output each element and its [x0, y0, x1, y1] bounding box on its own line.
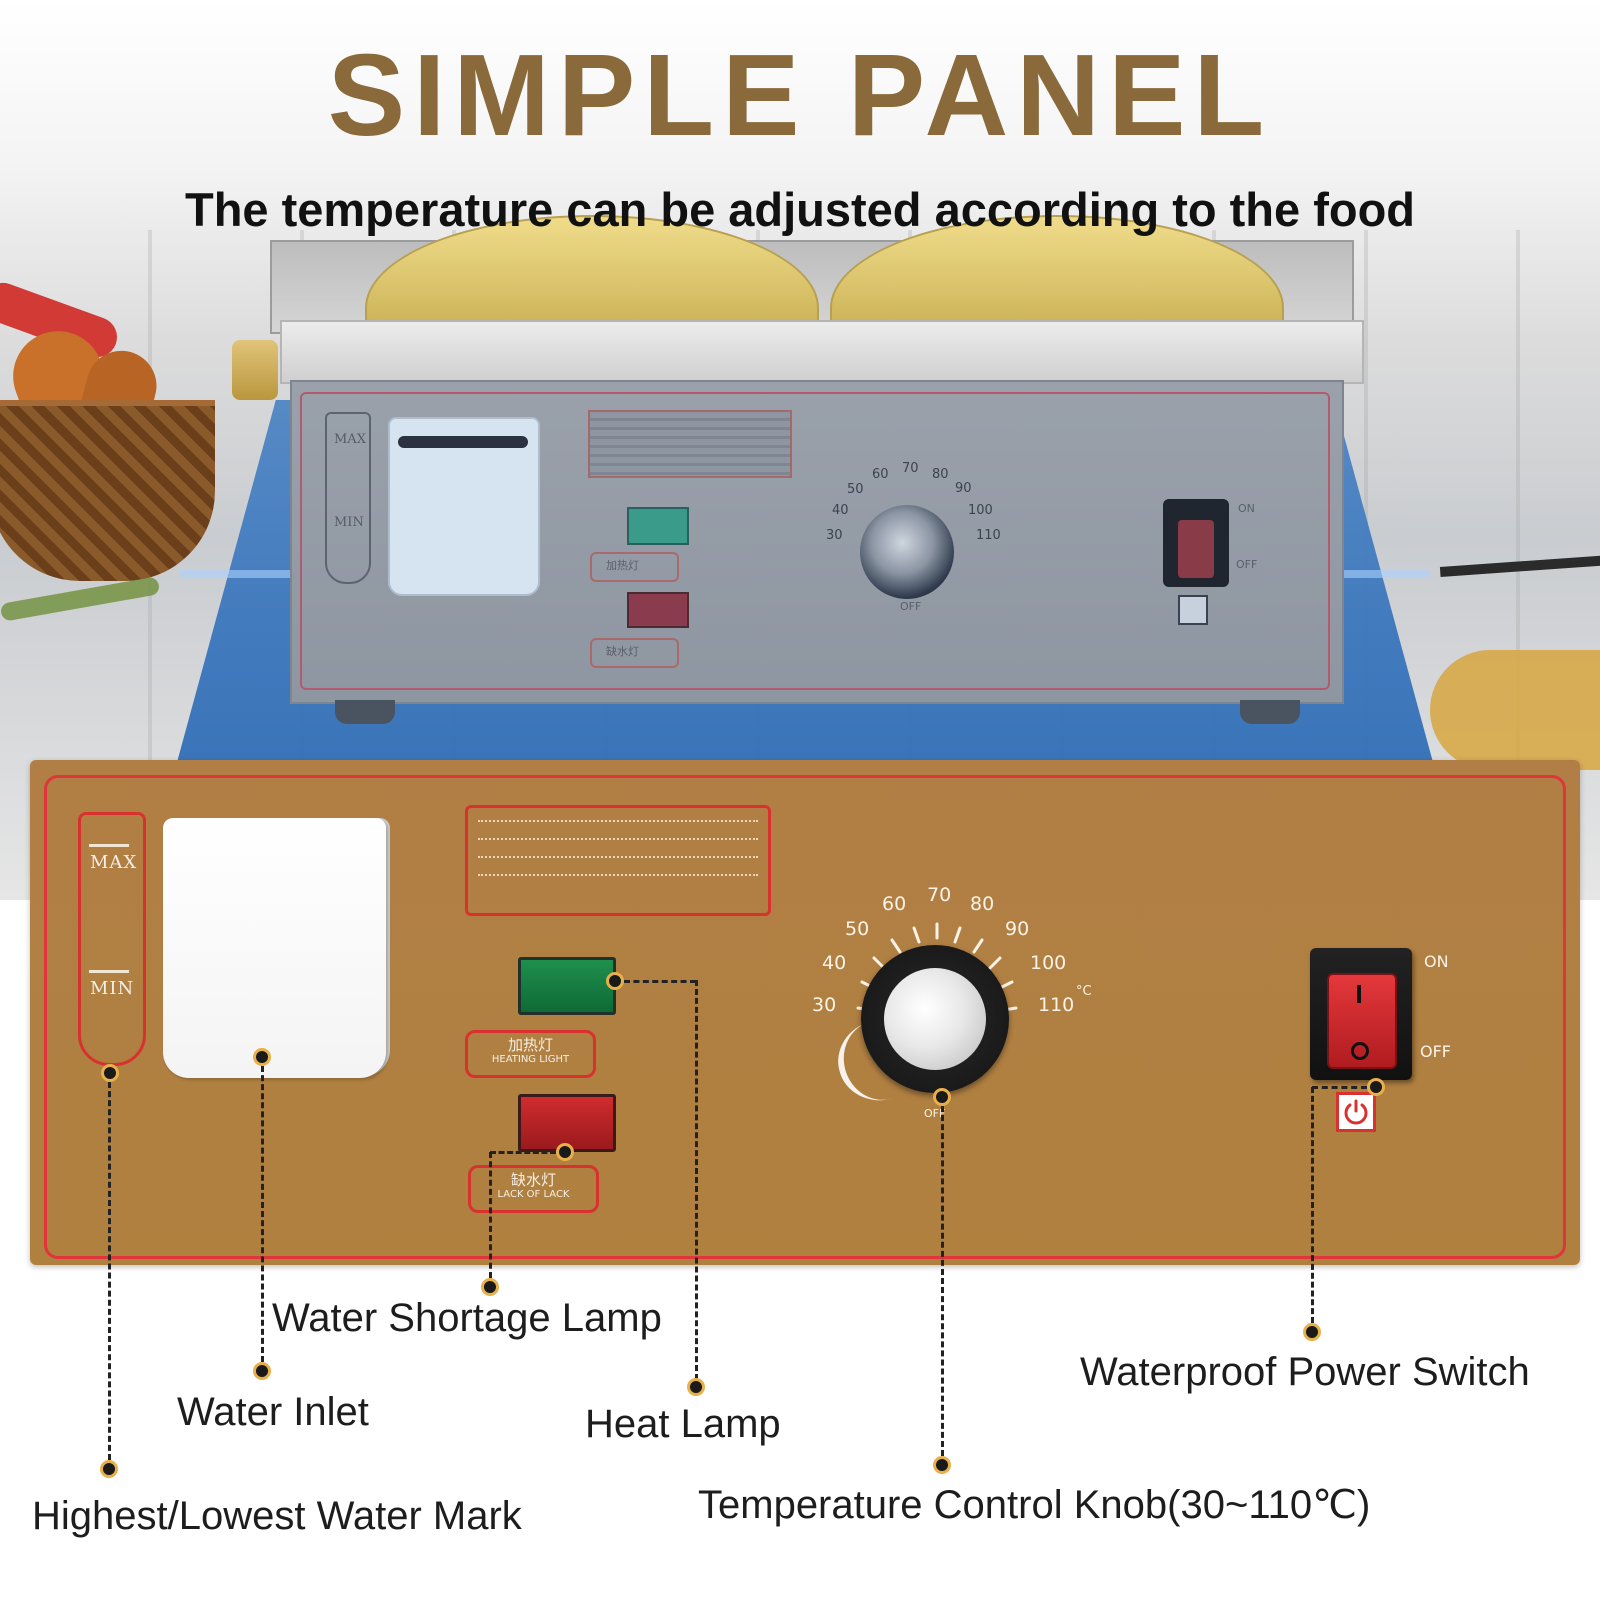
callout-water-inlet: Water Inlet — [177, 1390, 369, 1434]
water-shortage-cn-label: 缺水灯 — [510, 1171, 556, 1189]
dial-scale-ticks — [856, 922, 1018, 1012]
dial-label-110: 110 — [1038, 994, 1075, 1016]
photo-dial-90: 90 — [955, 481, 972, 496]
heat-lamp — [518, 957, 616, 1015]
photo-lack-lamp-tag — [590, 638, 679, 668]
photo-switch-off: OFF — [1236, 558, 1258, 571]
bowl-image — [1430, 650, 1600, 770]
photo-heat-lamp-tag — [590, 552, 679, 582]
dial-label-30: 30 — [812, 994, 837, 1016]
max-label: MAX — [90, 852, 138, 873]
instruction-print — [468, 808, 768, 896]
photo-switch-on: ON — [1238, 502, 1255, 515]
dial-label-60: 60 — [882, 893, 907, 915]
photo-instruction-label — [588, 410, 792, 478]
machine-foot — [1240, 700, 1300, 724]
water-mark-end-dot — [100, 1460, 118, 1478]
switch-on-label: ON — [1424, 952, 1449, 971]
dial-label-100: 100 — [1030, 952, 1067, 974]
water-shortage-leader-v — [489, 1152, 492, 1278]
machine-foot — [335, 700, 395, 724]
water-shortage-end-dot — [481, 1278, 499, 1296]
callout-water-shortage-lamp: Water Shortage Lamp — [272, 1296, 662, 1340]
photo-water-gauge — [325, 412, 371, 584]
switch-anchor-dot — [1367, 1078, 1385, 1096]
water-inlet-anchor-dot — [253, 1048, 271, 1066]
heat-lamp-anchor-dot — [606, 972, 624, 990]
page-subtitle: The temperature can be adjusted accordin… — [184, 183, 1415, 236]
photo-panel-border — [300, 392, 1330, 690]
heat-lamp-leader-v — [695, 980, 698, 1380]
page-title: SIMPLE PANEL — [327, 30, 1273, 160]
water-shortage-lamp-tag: 缺水灯 LACK OF LACK — [468, 1165, 599, 1213]
photo-heat-lamp — [627, 507, 689, 545]
min-label: MIN — [90, 978, 135, 999]
heat-lamp-en-label: HEATING LIGHT — [491, 1054, 570, 1065]
photo-inlet-slot — [398, 436, 528, 448]
power-icon — [1336, 1092, 1376, 1132]
photo-dial-30: 30 — [826, 528, 843, 543]
control-panel-border — [44, 775, 1566, 1259]
instruction-label — [465, 805, 771, 916]
water-inlet — [163, 818, 386, 1078]
photo-temperature-knob — [860, 505, 954, 599]
knob-end-dot — [933, 1456, 951, 1474]
photo-min-label: MIN — [334, 515, 364, 530]
water-inlet-leader — [261, 1066, 264, 1362]
water-level-gauge — [78, 812, 146, 1066]
photo-dial-100: 100 — [968, 503, 993, 518]
dial-label-70: 70 — [927, 884, 952, 906]
dial-label-80: 80 — [970, 893, 995, 915]
photo-max-label: MAX — [334, 432, 366, 447]
photo-dial-70: 70 — [902, 461, 919, 476]
side-valve — [232, 340, 278, 400]
heat-lamp-cn-label: 加热灯 — [507, 1036, 553, 1054]
water-inlet-end-dot — [253, 1362, 271, 1380]
heat-lamp-tag: 加热灯 HEATING LIGHT — [465, 1030, 596, 1078]
dial-unit: °C — [1076, 984, 1092, 999]
switch-end-dot — [1303, 1323, 1321, 1341]
temperature-knob-cap[interactable] — [884, 968, 986, 1070]
heat-lamp-leader-h — [624, 980, 696, 983]
dial-label-40: 40 — [822, 952, 847, 974]
photo-heat-lamp-cn: 加热灯 — [606, 559, 639, 572]
callout-temperature-knob: Temperature Control Knob(30~110℃) — [698, 1483, 1371, 1527]
switch-leader-h — [1312, 1086, 1367, 1089]
max-mark-line — [89, 844, 129, 847]
photo-dial-80: 80 — [932, 467, 949, 482]
on-symbol-icon — [1357, 985, 1361, 1003]
water-mark-anchor-dot — [101, 1064, 119, 1082]
photo-dial-off: OFF — [900, 600, 922, 613]
knob-anchor-dot — [933, 1088, 951, 1106]
photo-dial-110: 110 — [976, 528, 1001, 543]
dial-label-50: 50 — [845, 918, 870, 940]
dial-off-label: OFF — [924, 1107, 946, 1120]
heat-lamp-end-dot — [687, 1378, 705, 1396]
basket-image — [0, 400, 215, 581]
callout-power-switch: Waterproof Power Switch — [1080, 1350, 1530, 1394]
water-mark-leader — [108, 1082, 111, 1460]
water-shortage-anchor-dot — [556, 1143, 574, 1161]
callout-water-mark: Highest/Lowest Water Mark — [32, 1494, 522, 1538]
water-shortage-leader-h — [490, 1151, 556, 1154]
knob-leader — [941, 1106, 944, 1456]
photo-dial-50: 50 — [847, 482, 864, 497]
min-mark-line — [89, 970, 129, 973]
photo-lack-lamp — [627, 592, 689, 628]
dial-label-90: 90 — [1005, 918, 1030, 940]
water-shortage-en-label: LACK OF LACK — [497, 1189, 570, 1200]
photo-dial-40: 40 — [832, 503, 849, 518]
photo-switch-rocker — [1178, 520, 1214, 578]
photo-lack-lamp-cn: 缺水灯 — [606, 645, 639, 658]
callout-heat-lamp: Heat Lamp — [585, 1402, 781, 1446]
photo-dial-60: 60 — [872, 467, 889, 482]
off-symbol-icon — [1351, 1042, 1369, 1060]
switch-off-label: OFF — [1420, 1042, 1451, 1061]
photo-power-icon — [1178, 595, 1208, 625]
machine-rim — [280, 320, 1364, 384]
switch-leader-v — [1311, 1087, 1314, 1323]
